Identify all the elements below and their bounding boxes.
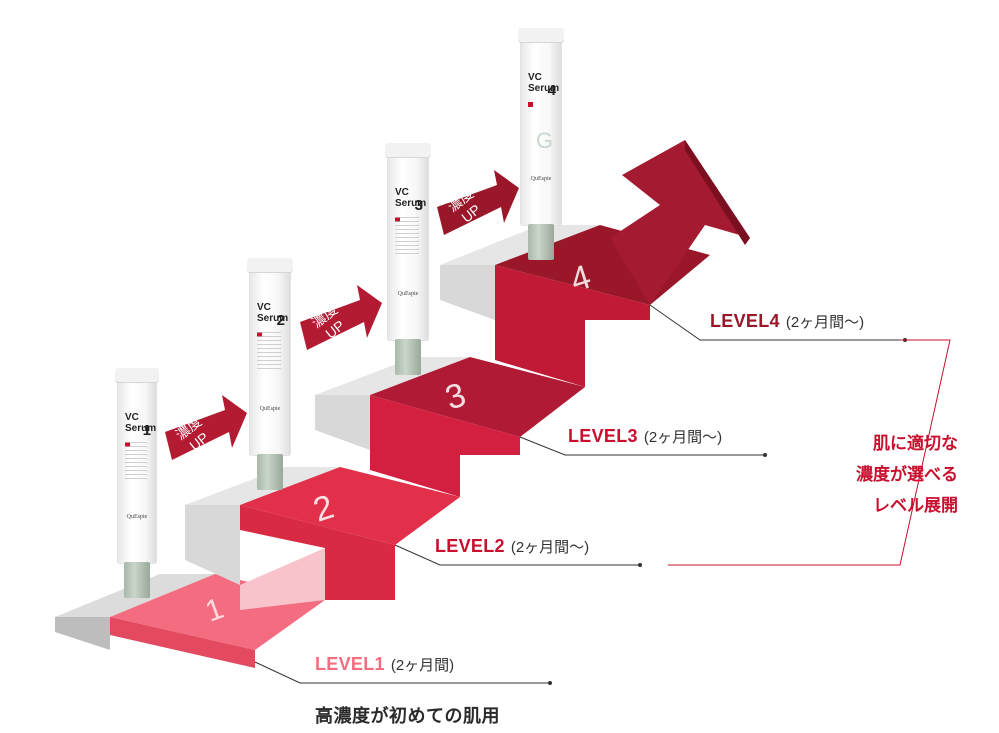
tube-brand: QuEspie (126, 514, 148, 520)
tube-red-mark (528, 102, 533, 107)
tube-fine-print (395, 217, 419, 257)
level-1-label: LEVEL1 (2ヶ月間) (315, 654, 454, 675)
up-arrow-2 (300, 285, 382, 350)
tube-vc: VC (257, 302, 271, 313)
level-1-subtitle: 高濃度が初めての肌用 (315, 706, 500, 726)
tagline-line-1: 肌に適切な (873, 434, 958, 453)
product-tube-3: VC Serum 3 QuEspie (385, 143, 431, 375)
level-name: LEVEL2 (435, 536, 505, 556)
step-2: 2 (185, 467, 460, 610)
tube-number: 4 (547, 82, 556, 99)
tube-brand: QuEspie (530, 176, 552, 182)
tagline-bracket (668, 339, 951, 566)
product-tube-2: VC Serum 2 QuEspie (247, 258, 293, 490)
level-duration: (2ヶ月間〜) (510, 539, 590, 556)
level-3-label: LEVEL3 (2ヶ月間〜) (568, 426, 722, 447)
leader-dots (548, 338, 907, 685)
tube-name: Serum (257, 313, 289, 324)
tube-brand: QuEspie (259, 406, 281, 412)
level-duration: (2ヶ月間) (390, 657, 455, 674)
step-3: 3 (315, 357, 585, 497)
level-name: LEVEL3 (568, 426, 638, 446)
tube-name: Serum (395, 198, 427, 209)
product-tube-4: VC Serum 4 G QuEspie (518, 28, 564, 260)
tube-fine-print (257, 332, 281, 372)
leader-lines (254, 304, 905, 684)
tube-number: 2 (276, 312, 285, 329)
tube-vc: VC (528, 72, 542, 83)
tube-number: 1 (142, 422, 151, 439)
tube-cap (528, 224, 554, 260)
big-up-arrow (610, 140, 750, 305)
level-4-label: LEVEL4 (2ヶ月間〜) (710, 311, 864, 332)
level-2-label: LEVEL2 (2ヶ月間〜) (435, 536, 589, 557)
tube-brand: QuEspie (397, 291, 419, 297)
tagline-line-3: レベル展開 (873, 496, 958, 515)
tube-name: Serum (528, 83, 560, 94)
tube-fine-print (125, 442, 147, 482)
level-name: LEVEL1 (315, 654, 385, 674)
tagline: 肌に適切な 濃度が選べる レベル展開 (798, 428, 958, 521)
tube-cap (124, 562, 150, 598)
up-arrow-3 (437, 170, 519, 235)
tube-vc: VC (125, 412, 139, 423)
step-1: 1 (55, 574, 325, 668)
tube-name: Serum (125, 423, 157, 434)
tube-cap (257, 454, 283, 490)
tube-number: 3 (414, 197, 423, 214)
product-tube-1: VC Serum 1 QuEspie (115, 368, 159, 598)
level-duration: (2ヶ月間〜) (785, 314, 865, 331)
g-plus-logo-icon: G (536, 128, 554, 153)
up-arrow-1 (165, 395, 247, 460)
tagline-line-2: 濃度が選べる (856, 465, 958, 484)
tube-vc: VC (395, 187, 409, 198)
level-name: LEVEL4 (710, 311, 780, 331)
level-duration: (2ヶ月間〜) (643, 429, 723, 446)
tube-cap (395, 339, 421, 375)
